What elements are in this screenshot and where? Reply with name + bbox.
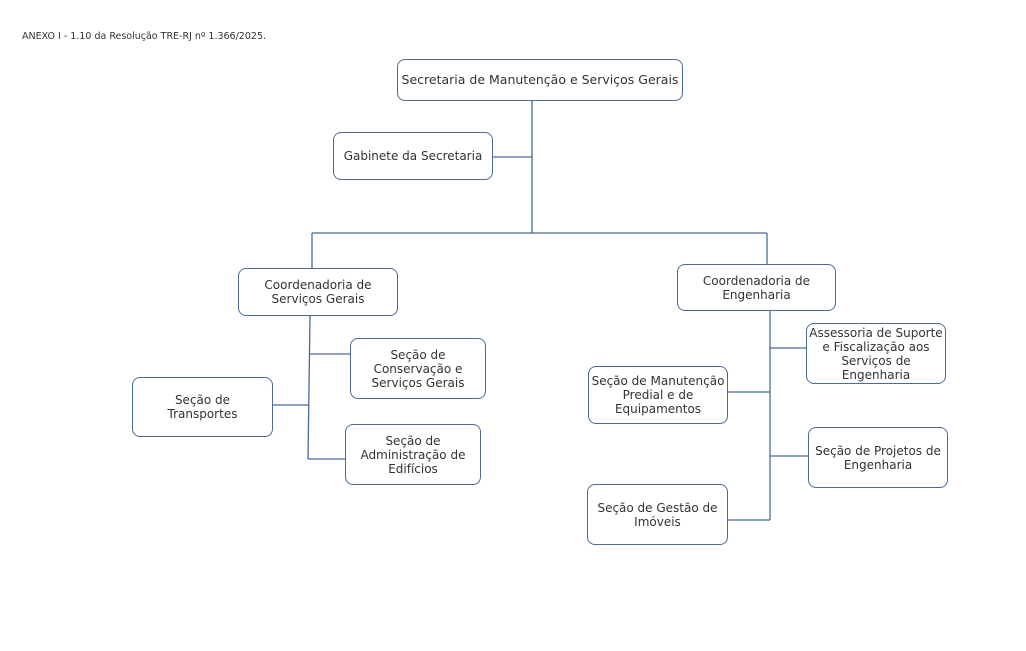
node-label: Seção de Transportes	[167, 393, 238, 421]
node-secao-conservacao: Seção de Conservação e Serviços Gerais	[350, 338, 486, 399]
node-label: Seção de Gestão de Imóveis	[597, 500, 718, 529]
node-label: Coordenadoria de Serviços Gerais	[264, 278, 372, 306]
node-label: Seção de Conservação e Serviços Gerais	[371, 347, 465, 390]
node-label: Gabinete da Secretaria	[343, 149, 483, 163]
node-label: Seção de Projetos de Engenharia	[815, 443, 941, 472]
node-label: Secretaria de Manutenção e Serviços Gera…	[401, 72, 679, 87]
node-gabinete: Gabinete da Secretaria	[333, 132, 493, 180]
node-secao-imoveis: Seção de Gestão de Imóveis	[587, 484, 728, 545]
node-secretaria: Secretaria de Manutenção e Serviços Gera…	[397, 59, 683, 101]
document-caption: ANEXO I - 1.10 da Resolução TRE-RJ nº 1.…	[22, 31, 267, 42]
connector-sg-trunk	[307, 315, 311, 460]
node-coord-servicos-gerais: Coordenadoria de Serviços Gerais	[238, 268, 398, 316]
node-label: Seção de Manutenção Predial e de Equipam…	[591, 374, 725, 416]
node-coord-engenharia: Coordenadoria de Engenharia	[677, 264, 836, 311]
node-secao-projetos: Seção de Projetos de Engenharia	[808, 427, 948, 488]
node-secao-transportes: Seção de Transportes	[132, 377, 273, 437]
node-secao-administracao: Seção de Administração de Edifícios	[345, 424, 481, 485]
node-label: Seção de Administração de Edifícios	[360, 433, 466, 476]
node-label: Assessoria de Suporte e Fiscalização aos…	[809, 325, 943, 382]
node-secao-manutencao: Seção de Manutenção Predial e de Equipam…	[588, 366, 728, 424]
node-assessoria: Assessoria de Suporte e Fiscalização aos…	[806, 323, 946, 384]
node-label: Coordenadoria de Engenharia	[702, 273, 811, 302]
